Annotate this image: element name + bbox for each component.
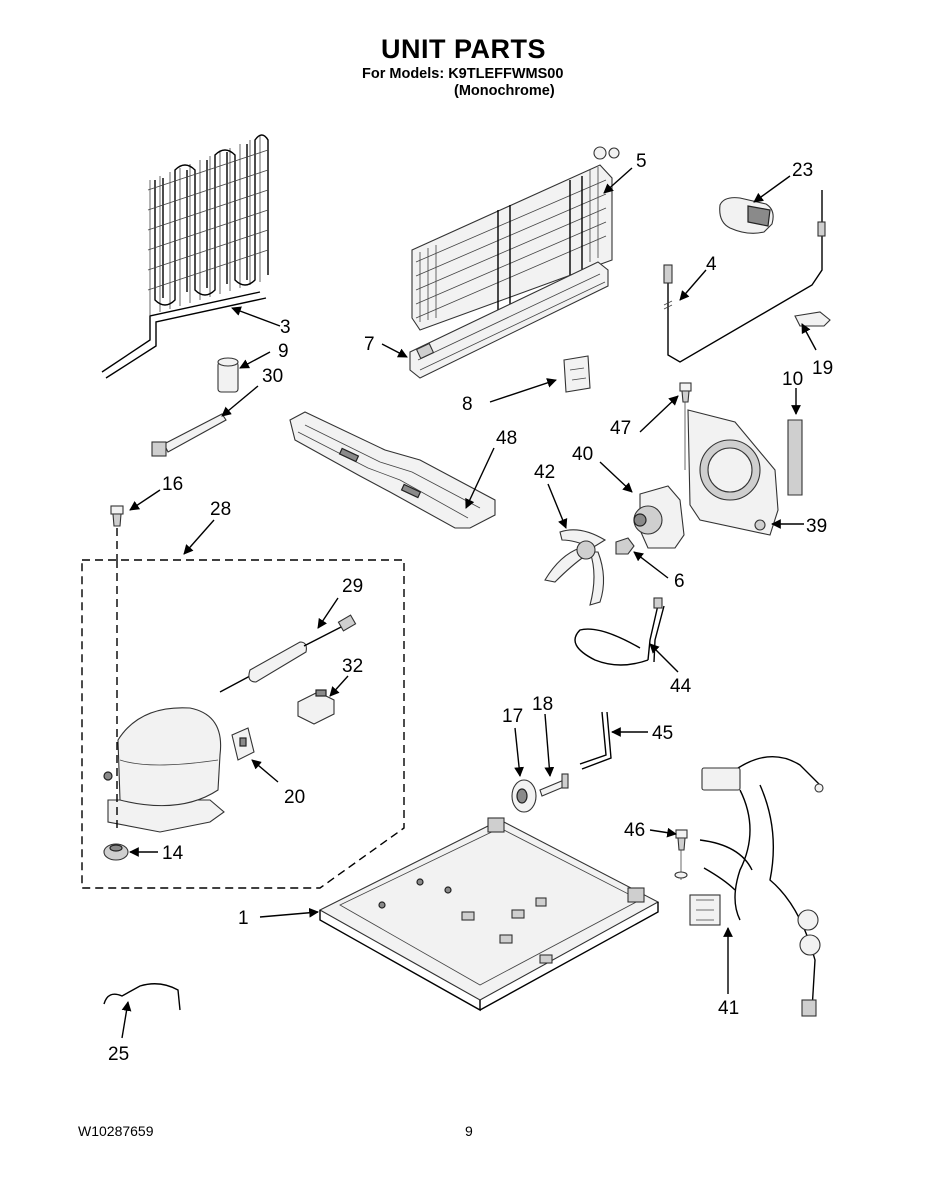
callout-44: 44: [670, 676, 692, 697]
variant-line: (Monochrome): [454, 83, 555, 99]
drain-trough-part: [409, 261, 609, 379]
callout-8: 8: [462, 394, 473, 415]
screw-part: [110, 505, 124, 527]
cap-part: [719, 197, 774, 234]
screw-46-part: [674, 829, 688, 880]
leader-lines: [121, 167, 817, 1039]
bracket-part: [563, 355, 591, 393]
models-line: For Models: K9TLEFFWMS00: [362, 66, 564, 82]
callout-32: 32: [342, 656, 363, 677]
fan-motor-part: [633, 485, 685, 549]
page-title: UNIT PARTS: [381, 34, 546, 64]
callout-17: 17: [502, 706, 523, 727]
evaporator-part: [411, 146, 620, 331]
nut-part: [615, 537, 635, 555]
defrost-pan-part: [289, 411, 496, 529]
models-subtitle: For Models: K9TLEFFWMS00 (Monochrome): [362, 66, 563, 100]
callout-23: 23: [792, 160, 813, 181]
callout-48: 48: [496, 428, 517, 449]
gasket-strip-part: [787, 419, 803, 496]
callout-28: 28: [210, 499, 231, 520]
callout-9: 9: [278, 341, 289, 362]
callout-10: 10: [782, 369, 803, 390]
callout-14: 14: [162, 843, 184, 864]
page-number: 9: [465, 1123, 473, 1139]
callout-41: 41: [718, 998, 739, 1019]
callout-4: 4: [706, 254, 717, 275]
callout-30: 30: [262, 366, 283, 387]
callout-46: 46: [624, 820, 645, 841]
drier-part: [219, 614, 357, 693]
callout-20: 20: [284, 787, 305, 808]
sensor-wire-part: [663, 190, 826, 363]
callout-39: 39: [806, 516, 827, 537]
callout-6: 6: [674, 571, 685, 592]
relay-part: [297, 689, 335, 725]
pin-part: [579, 711, 612, 770]
capacitor-part: [217, 357, 239, 393]
drain-tube-part: [574, 597, 665, 666]
compressor-part: [103, 707, 225, 833]
clip-part: [794, 311, 831, 327]
callout-18: 18: [532, 694, 553, 715]
condenser-coil-part: [101, 134, 269, 379]
overload-part: [231, 727, 255, 761]
wire-25-part: [103, 983, 181, 1011]
fan-blade-part: [544, 529, 607, 606]
callout-labels: 3 9 30 5 7 8 23 4 19 10 47 39 40 42 6 48…: [108, 151, 833, 1065]
callout-16: 16: [162, 474, 183, 495]
callout-42: 42: [534, 462, 555, 483]
axle-part: [539, 773, 569, 797]
callout-47: 47: [610, 418, 631, 439]
base-frame-part: [318, 817, 660, 1012]
callout-25: 25: [108, 1044, 129, 1065]
fan-shroud-part: [687, 409, 779, 536]
callout-19: 19: [812, 358, 833, 379]
callout-3: 3: [280, 317, 291, 338]
grommet-part: [103, 843, 129, 861]
callout-1: 1: [238, 908, 249, 929]
document-number: W10287659: [78, 1123, 154, 1139]
wiring-harness-part: [689, 756, 824, 1017]
wheel-part: [511, 779, 537, 813]
tie-strap-part: [151, 413, 227, 457]
callout-5: 5: [636, 151, 647, 172]
callout-7: 7: [364, 334, 375, 355]
callout-29: 29: [342, 576, 363, 597]
callout-40: 40: [572, 444, 593, 465]
kit-28-border: [81, 559, 405, 889]
callout-45: 45: [652, 723, 673, 744]
screw-47-part: [679, 382, 692, 470]
